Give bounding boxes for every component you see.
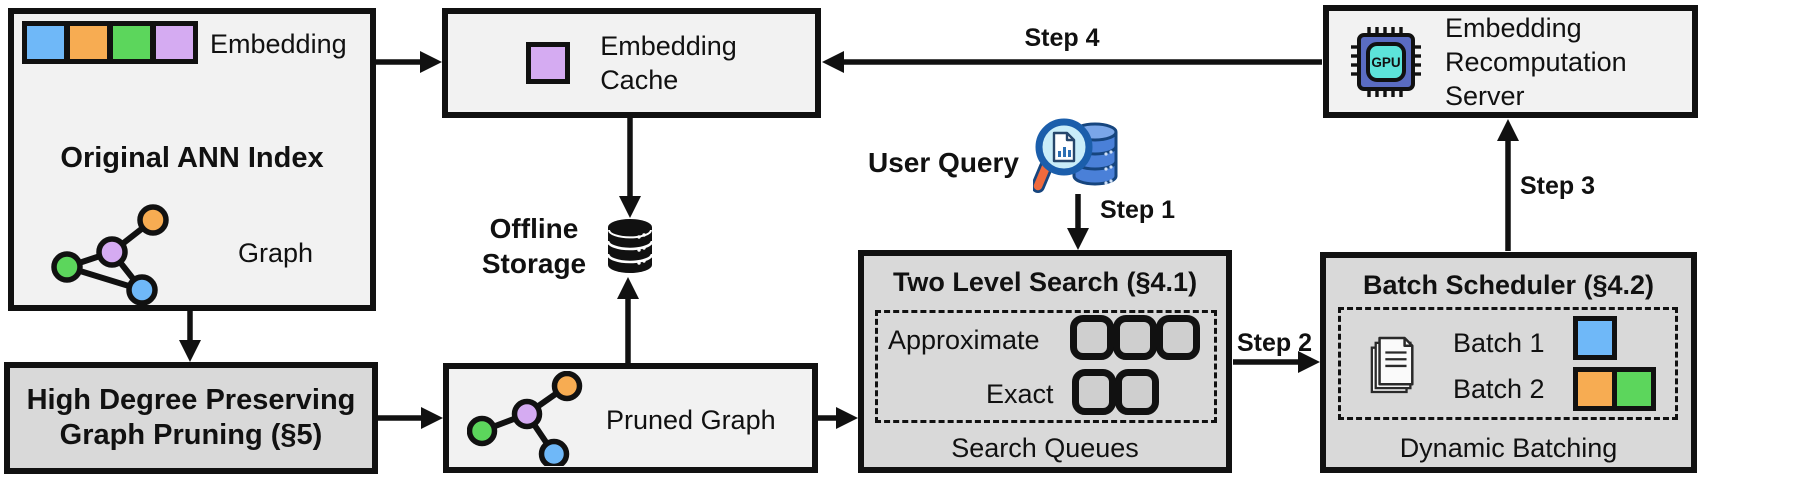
batch2-label: Batch 2 — [1453, 374, 1545, 404]
embedding-cache-box: Embedding Cache — [442, 8, 821, 118]
embedding-vector-icon — [22, 21, 198, 64]
graph-icon — [51, 204, 169, 305]
cached-embedding-icon — [526, 42, 571, 84]
two-level-search-title: Two Level Search (§4.1) — [892, 267, 1198, 297]
batch1-label: Batch 1 — [1453, 328, 1545, 358]
search-queues-region: Approximate Exact — [875, 310, 1217, 423]
graph-pruning-box: High Degree Preserving Graph Pruning (§5… — [4, 362, 378, 474]
batch-scheduler-box: Batch Scheduler (§4.2) Batch 1 Batch 2 D… — [1320, 252, 1697, 473]
batch-scheduler-title: Batch Scheduler (§4.2) — [1362, 270, 1655, 300]
dynamic-batching-label: Dynamic Batching — [1399, 433, 1618, 463]
embedding-label: Embedding — [210, 29, 347, 59]
graph-label: Graph — [238, 238, 314, 268]
dynamic-batching-region: Batch 1 Batch 2 — [1338, 307, 1678, 420]
pruned-graph-box: Pruned Graph — [443, 363, 818, 473]
step1-label: Step 1 — [1100, 196, 1176, 224]
two-level-search-box: Two Level Search (§4.1) Approximate Exac… — [858, 250, 1232, 473]
user-query-icon — [1033, 118, 1118, 193]
gpu-text: GPU — [1371, 55, 1400, 70]
offline-storage-label: Offline Storage — [481, 213, 587, 279]
embedding-cache-title: Embedding Cache — [600, 31, 737, 95]
original-ann-index-box: Embedding Original ANN Index Graph — [8, 8, 376, 311]
batch1-item-blue — [1573, 316, 1617, 360]
approximate-queue-slot — [1113, 315, 1157, 360]
search-queues-label: Search Queues — [951, 433, 1139, 463]
pruned-graph-label: Pruned Graph — [606, 405, 776, 435]
embedding-cell-blue — [27, 26, 64, 59]
step2-label: Step 2 — [1237, 329, 1313, 357]
exact-queue-slot — [1115, 369, 1159, 415]
step3-label: Step 3 — [1520, 172, 1596, 200]
original-ann-index-title: Original ANN Index — [60, 142, 324, 174]
recomputation-server-title: Embedding Recomputation Server — [1445, 12, 1627, 111]
embedding-cell-orange — [70, 26, 107, 59]
pruned-graph-icon — [467, 371, 583, 466]
graph-pruning-title: High Degree Preserving Graph Pruning (§5… — [26, 384, 356, 451]
approximate-queue-slot — [1156, 315, 1200, 360]
batch2-item-orange — [1573, 367, 1617, 411]
recomputation-server-box: GPU Embedding Recomputation Server — [1323, 5, 1698, 118]
approximate-queue-slot — [1070, 315, 1114, 360]
exact-label: Exact — [986, 379, 1054, 409]
embedding-cell-green — [113, 26, 150, 59]
step4-label: Step 4 — [1024, 24, 1100, 52]
embedding-cell-purple — [156, 26, 193, 59]
approximate-label: Approximate — [888, 325, 1040, 355]
user-query-label: User Query — [868, 147, 1019, 178]
gpu-chip-icon: GPU — [1351, 26, 1421, 97]
offline-storage-group: Offline Storage — [474, 210, 660, 282]
exact-queue-slot — [1072, 369, 1116, 415]
documents-icon — [1370, 336, 1414, 394]
batch2-item-green — [1612, 367, 1656, 411]
database-icon — [606, 219, 654, 273]
